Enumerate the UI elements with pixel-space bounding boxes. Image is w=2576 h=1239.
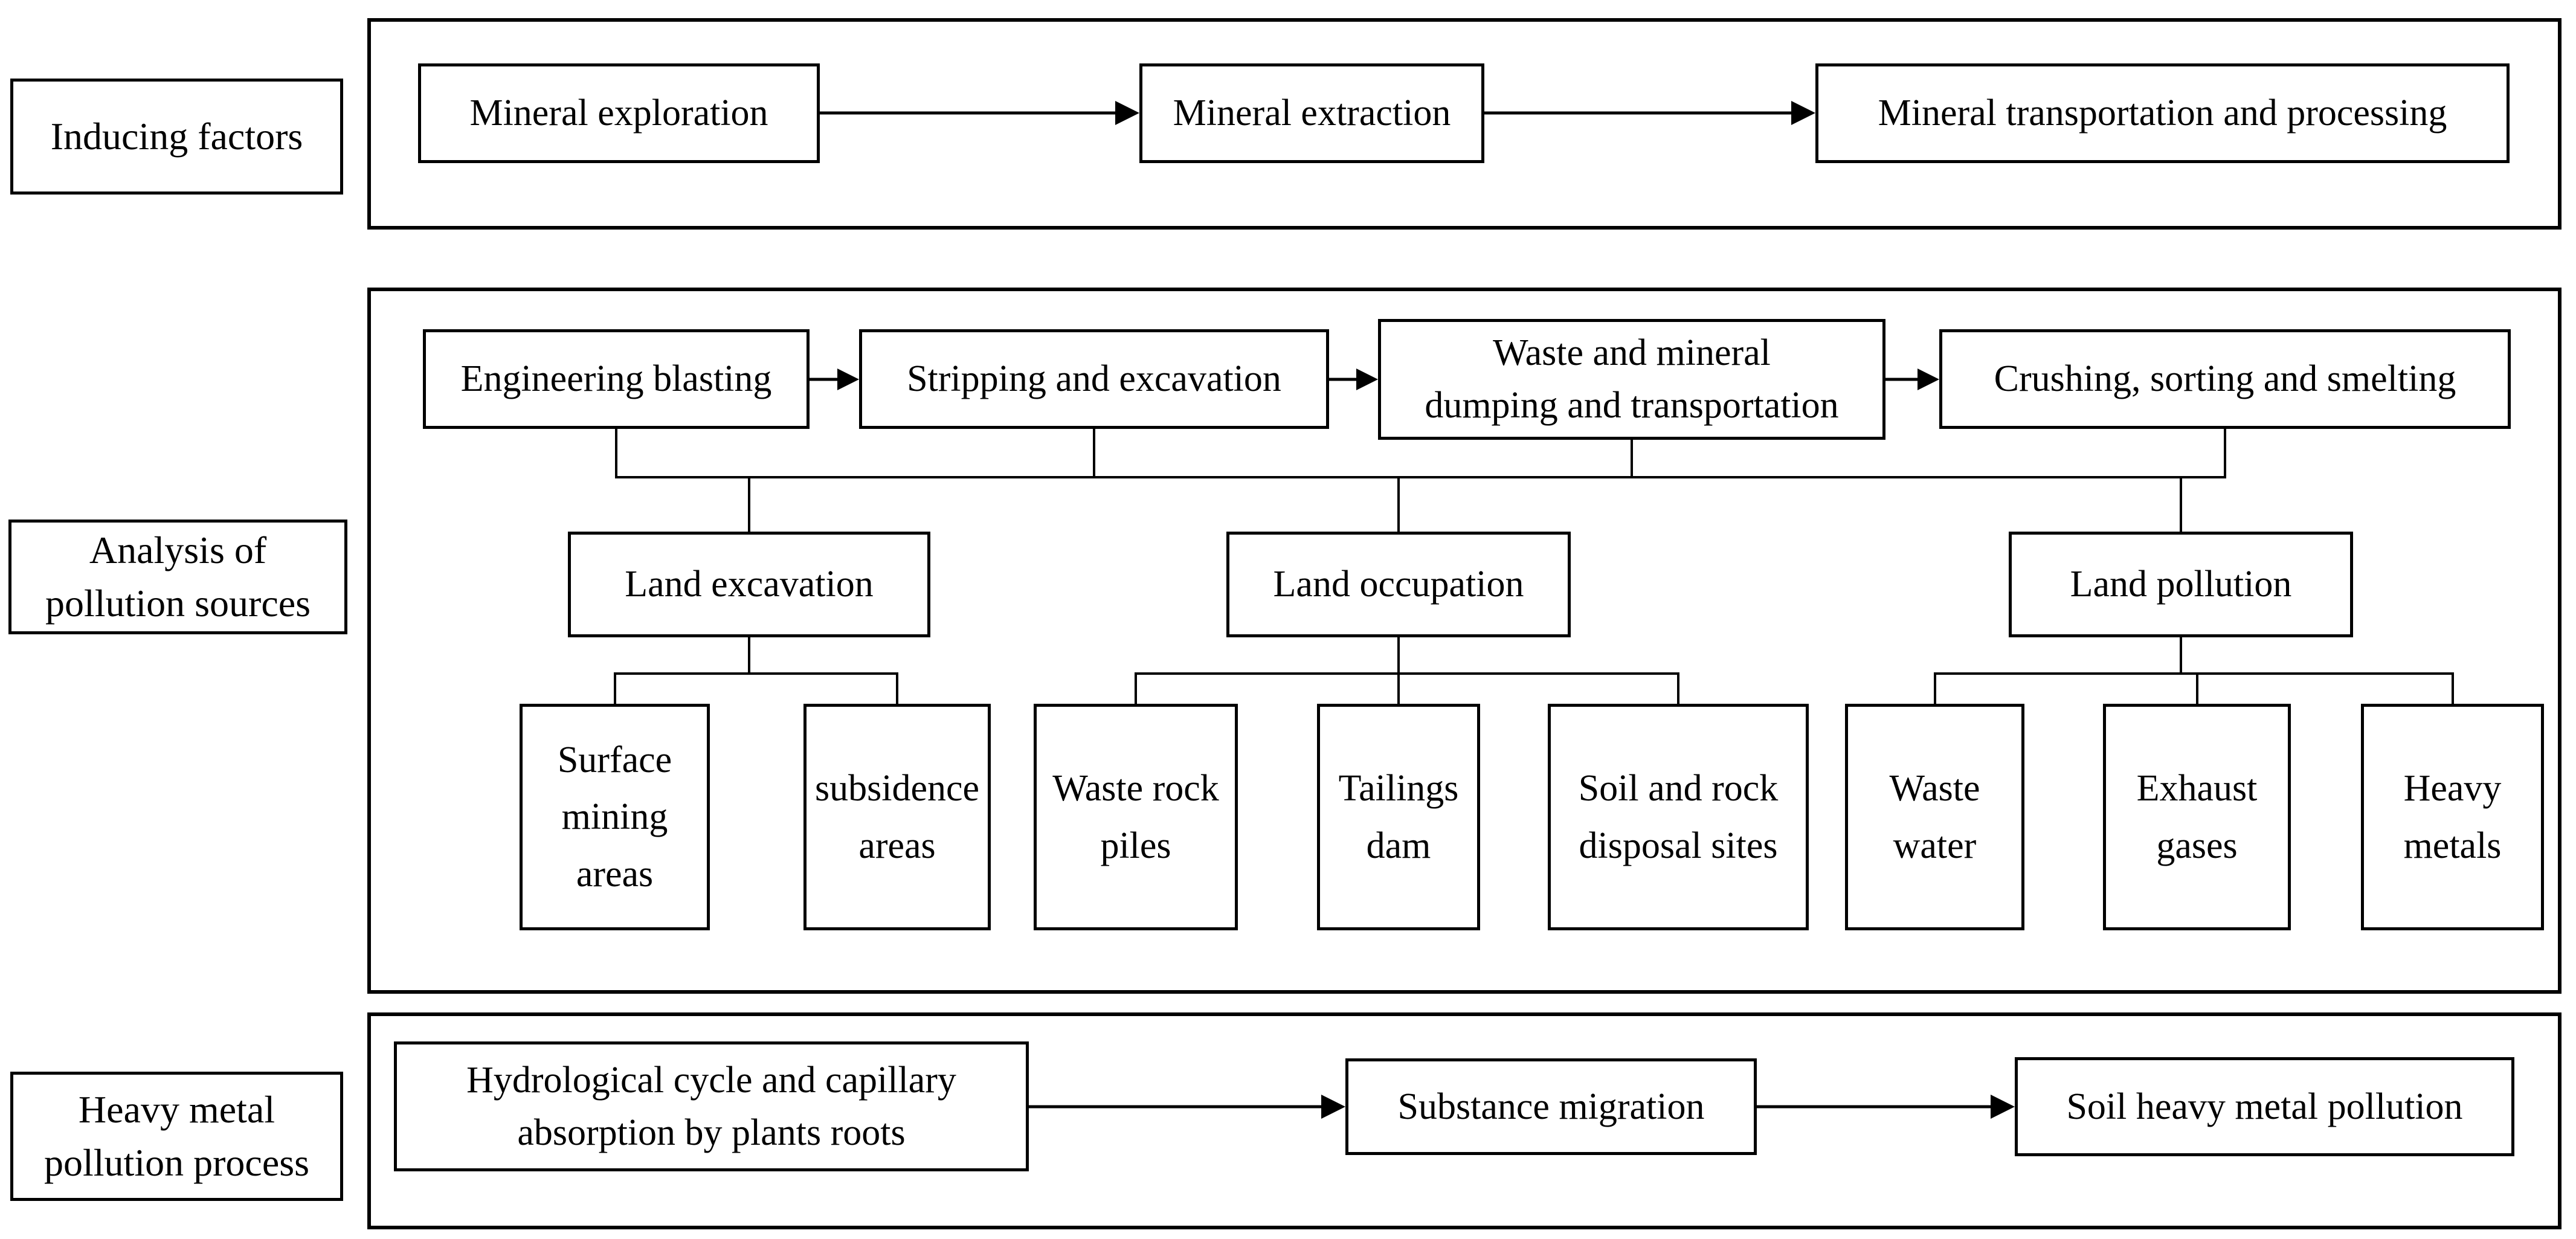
section-box-heavy-metal-process [367,1012,2562,1229]
node-engineering-blasting: Engineering blasting [423,329,810,429]
node-heavy-metals: Heavy metals [2361,704,2544,930]
node-exhaust-gases: Exhaust gases [2103,704,2291,930]
node-substance-migration: Substance migration [1345,1058,1757,1155]
node-stripping-excavation: Stripping and excavation [859,329,1329,429]
tree-rowA-to-bus [615,428,2226,533]
arrow-stripping-to-dumping [1329,368,1378,390]
arrow-migration-to-pollution [1757,1095,2015,1119]
node-soil-rock-disposal-sites: Soil and rock disposal sites [1548,704,1809,930]
node-surface-mining-areas: Surface mining areas [520,704,710,930]
section-label-inducing-factors: Inducing factors [10,79,343,195]
section-box-inducing-factors [367,18,2562,230]
tree-land-excavation [614,636,898,705]
arrow-hydrological-to-migration [1029,1095,1345,1119]
node-waste-rock-piles: Waste rock piles [1034,704,1238,930]
arrow-extraction-to-transportation [1484,101,1815,125]
node-soil-heavy-metal-pollution: Soil heavy metal pollution [2015,1057,2514,1156]
section-label-heavy-metal-process: Heavy metal pollution process [10,1072,343,1201]
node-hydrological-cycle: Hydrological cycle and capillary absorpt… [394,1041,1029,1171]
node-land-excavation: Land excavation [568,532,930,637]
arrow-blasting-to-stripping [810,368,859,390]
node-waste-mineral-dumping: Waste and mineral dumping and transporta… [1378,319,1885,440]
node-land-occupation: Land occupation [1226,532,1571,637]
arrow-exploration-to-extraction [820,101,1139,125]
arrow-dumping-to-crushing [1885,368,1939,390]
tree-land-occupation [1135,636,1679,705]
node-tailings-dam: Tailings dam [1317,704,1480,930]
node-subsidence-areas: subsidence areas [803,704,991,930]
node-mineral-transportation-processing: Mineral transportation and processing [1815,63,2510,163]
node-crushing-sorting-smelting: Crushing, sorting and smelting [1939,329,2511,429]
node-mineral-extraction: Mineral extraction [1139,63,1484,163]
node-mineral-exploration: Mineral exploration [418,63,820,163]
node-land-pollution: Land pollution [2009,532,2353,637]
tree-land-pollution [1934,636,2454,705]
section-label-pollution-sources: Analysis of pollution sources [8,520,347,634]
section-box-pollution-sources [367,288,2562,994]
node-waste-water: Waste water [1845,704,2024,930]
